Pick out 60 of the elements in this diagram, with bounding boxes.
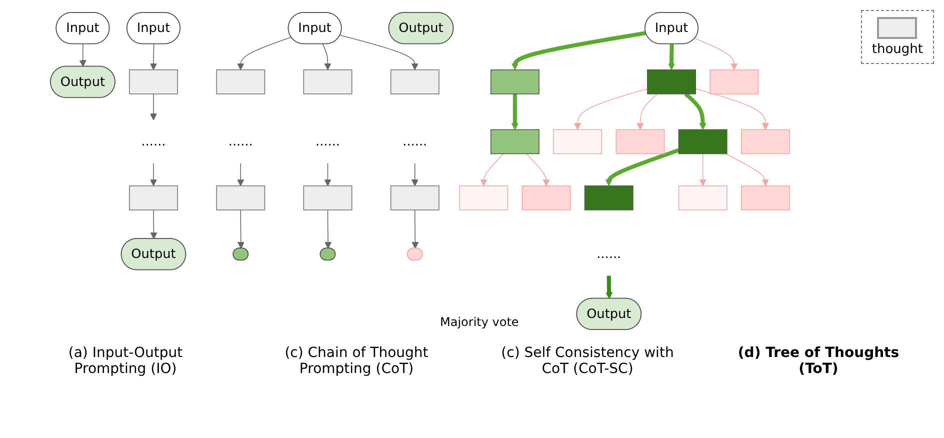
arrow [606,276,613,299]
node-box [616,129,665,154]
arrow [699,153,706,186]
arrow [237,210,244,249]
node-box [129,69,178,94]
arrow [636,94,658,130]
node-text: ...... [596,246,622,262]
node-box [710,69,759,94]
node-text: ...... [402,134,428,149]
arrow [412,210,419,249]
arrow [324,210,332,249]
panel-caption: (c) Chain of Thought Prompting (CoT) [284,345,430,377]
panel-caption: (a) Input-Output Prompting (IO) [67,345,184,377]
node-box [490,69,540,94]
panel-caption: (c) Self Consistency with CoT (CoT-SC) [500,345,675,377]
node-text: ...... [315,134,340,149]
arrow [79,44,86,67]
node-box [678,185,728,210]
panel-caption: (d) Tree of Thoughts (ToT) [736,345,900,377]
arrow [684,92,706,130]
arrow [411,162,418,186]
bracket-note: Majority vote [440,315,519,329]
arrow [324,162,332,186]
node-box [584,185,634,210]
arrow [237,36,292,70]
arrow [511,30,646,70]
arrow [150,44,158,70]
node-box [490,129,540,154]
node-box [216,185,266,210]
node-box [647,69,696,94]
arrow [322,44,332,70]
arrow [150,210,158,240]
arrow [150,94,158,120]
node-box [459,185,508,210]
node-box [303,69,352,94]
node-text: ...... [228,134,253,149]
node-box [522,185,571,210]
arrow [511,94,518,130]
node-box [390,185,440,210]
node-box [553,129,602,154]
arrow [574,88,648,130]
node-box [678,129,728,154]
arrow [694,38,738,70]
arrow [150,162,158,186]
legend-text: thought [872,42,923,57]
arrow [340,34,418,70]
arrow [725,153,769,186]
node-box [740,185,790,210]
node-box [216,69,266,94]
arrow [480,153,504,186]
node-box [303,185,352,210]
node-box [390,69,440,94]
node-box [740,129,790,154]
arrow [526,153,550,186]
arrow [695,88,769,130]
arrow [668,44,676,70]
node-text: ...... [141,134,166,149]
node-box [129,185,178,210]
arrow [605,148,680,186]
arrow [237,162,244,186]
